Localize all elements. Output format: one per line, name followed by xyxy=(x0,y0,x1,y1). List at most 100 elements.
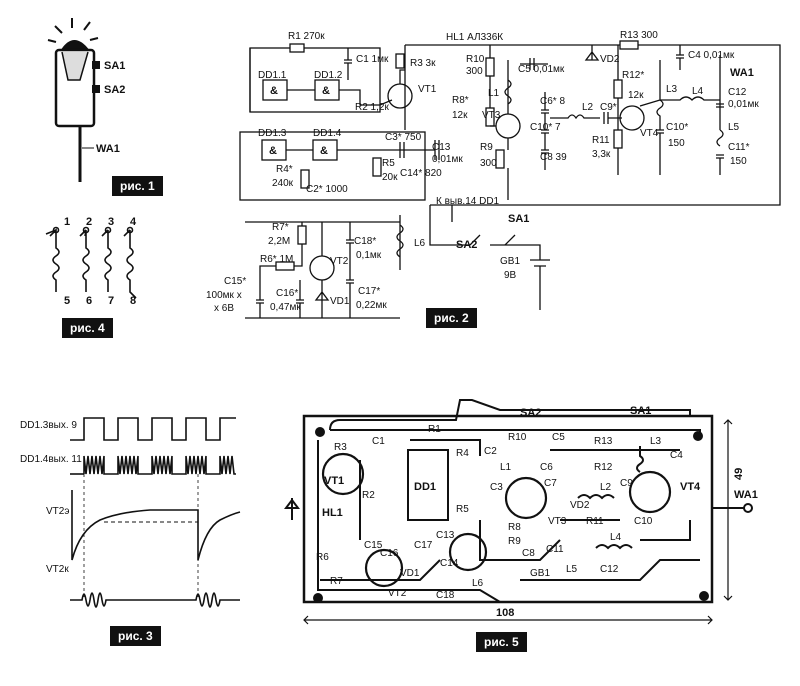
label-r9: R9 xyxy=(480,142,493,153)
label-kvyv: К выв.14 DD1 xyxy=(436,196,500,207)
fig5-label-c2: C2 xyxy=(484,446,497,457)
fig5-width-dim: 108 xyxy=(496,607,514,619)
label-c12: C12 xyxy=(728,87,747,98)
fig5-label-hl1: HL1 xyxy=(322,507,343,519)
label-c16v: 0,47мк xyxy=(270,302,301,313)
fig5-pcb xyxy=(284,399,753,625)
fig3-trace-3: VT2э xyxy=(46,506,69,517)
fig5-label-c18: C18 xyxy=(436,590,455,601)
label-c9: C9* xyxy=(600,102,617,113)
fig5-height-dim: 49 xyxy=(733,468,745,480)
fig4-pin-7: 7 xyxy=(108,295,114,307)
fig2-wiring xyxy=(239,40,781,319)
label-vd2: VD2 xyxy=(600,54,620,65)
fig5-label-c5: C5 xyxy=(552,432,565,443)
fig4-pin-4: 4 xyxy=(130,216,137,228)
label-l2: L2 xyxy=(582,102,594,113)
fig5-label-vt3: VT3 xyxy=(548,516,567,527)
label-c15: C15* xyxy=(224,276,246,287)
label-c13: C13 xyxy=(432,142,451,153)
fig2-labels: R1 270к C1 1мк HL1 АЛ336К R13 300 DD1.1 … xyxy=(206,30,759,314)
label-c10: C10* 7 xyxy=(530,122,561,133)
label-l4: L4 xyxy=(692,86,704,97)
label-dd12: DD1.2 xyxy=(314,70,343,81)
fig5-label-r6: R6 xyxy=(316,552,329,563)
label-r8: R8* xyxy=(452,95,469,106)
fig1-sa1-label: SA1 xyxy=(104,60,125,72)
fig5-label-r9: R9 xyxy=(508,536,521,547)
fig5-label-r1: R1 xyxy=(428,424,441,435)
fig2-caption: рис. 2 xyxy=(426,308,477,328)
label-vt2: VT2 xyxy=(330,256,349,267)
label-c1: C1 1мк xyxy=(356,54,389,65)
fig4-pin-2: 2 xyxy=(86,216,92,228)
svg-text:&: & xyxy=(320,145,328,157)
label-sa1: SA1 xyxy=(508,213,529,225)
label-vd1: VD1 xyxy=(330,296,350,307)
fig5-label-vt4: VT4 xyxy=(680,481,701,493)
label-hl1: HL1 АЛ336К xyxy=(446,32,503,43)
fig4-pin-6: 6 xyxy=(86,295,92,307)
label-l1: L1 xyxy=(488,88,500,99)
label-vt3: VT3 xyxy=(482,110,501,121)
fig1-device xyxy=(47,18,100,182)
fig5-caption: рис. 5 xyxy=(476,632,527,652)
fig5-label-r11: R11 xyxy=(586,516,604,527)
fig5-label-vd2: VD2 xyxy=(570,500,590,511)
label-r2: R2 1,2к xyxy=(355,102,389,113)
label-c15v1: 100мк х xyxy=(206,290,242,301)
fig5-label-c10: C10 xyxy=(634,516,653,527)
label-c10b: C10* xyxy=(666,122,688,133)
label-gb1v: 9В xyxy=(504,270,517,281)
label-r1: R1 270к xyxy=(288,31,325,42)
label-c17v: 0,22мк xyxy=(356,300,387,311)
label-wa1: WA1 xyxy=(730,67,754,79)
label-r13: R13 300 xyxy=(620,30,658,41)
fig5-label-c14: C14 xyxy=(440,558,459,569)
label-c12v: 0,01мк xyxy=(728,99,759,110)
label-r12v: 12к xyxy=(628,90,644,101)
fig5-label-dd1: DD1 xyxy=(414,481,436,493)
fig5-label-r10: R10 xyxy=(508,432,527,443)
fig3-trace-1: DD1.3вых. 9 xyxy=(20,420,77,431)
fig5-label-l2: L2 xyxy=(600,482,612,493)
fig1-caption: рис. 1 xyxy=(112,176,163,196)
label-c6: C6* 8 xyxy=(540,96,565,107)
label-r10: R10 xyxy=(466,54,485,65)
fig5-label-vt1: VT1 xyxy=(324,475,344,487)
label-c11: C11* xyxy=(728,142,750,153)
fig5-label-l1: L1 xyxy=(500,462,512,473)
label-c17: C17* xyxy=(358,286,380,297)
label-c3: C3* 750 xyxy=(385,132,422,143)
svg-text:&: & xyxy=(322,85,330,97)
fig5-label-c4: C4 xyxy=(670,450,683,461)
label-sa2: SA2 xyxy=(456,239,477,251)
fig5-label-c13: C13 xyxy=(436,530,455,541)
fig4-pin-3: 3 xyxy=(108,216,114,228)
fig5-label-c6: C6 xyxy=(540,462,553,473)
label-r6: R6* 1М xyxy=(260,254,293,265)
fig5-label-l3: L3 xyxy=(650,436,662,447)
label-r12: R12* xyxy=(622,70,644,81)
fig5-label-c8: C8 xyxy=(522,548,535,559)
fig5-label-c16: C16 xyxy=(380,548,399,559)
label-dd13: DD1.3 xyxy=(258,128,287,139)
fig5-label-l5: L5 xyxy=(566,564,578,575)
fig5-label-r13: R13 xyxy=(594,436,613,447)
fig5-label-r12: R12 xyxy=(594,462,613,473)
fig5-label-c1: C1 xyxy=(372,436,385,447)
label-r7: R7* xyxy=(272,222,289,233)
fig5-label-wa1: WA1 xyxy=(734,489,758,501)
label-c5: C5 0,01мк xyxy=(518,64,565,75)
label-c11v: 150 xyxy=(730,156,747,167)
fig4-pin-1: 1 xyxy=(64,216,70,228)
fig3-waveforms xyxy=(70,417,241,608)
fig5-label-vt2: VT2 xyxy=(388,588,407,599)
label-c2: C2* 1000 xyxy=(306,184,348,195)
label-c8: C8 39 xyxy=(540,152,567,163)
label-r5v: 20к xyxy=(382,172,398,183)
svg-text:&: & xyxy=(269,145,277,157)
label-r4: R4* xyxy=(276,164,293,175)
label-c14: C14* 820 xyxy=(400,168,442,179)
fig5-label-c17: C17 xyxy=(414,540,433,551)
